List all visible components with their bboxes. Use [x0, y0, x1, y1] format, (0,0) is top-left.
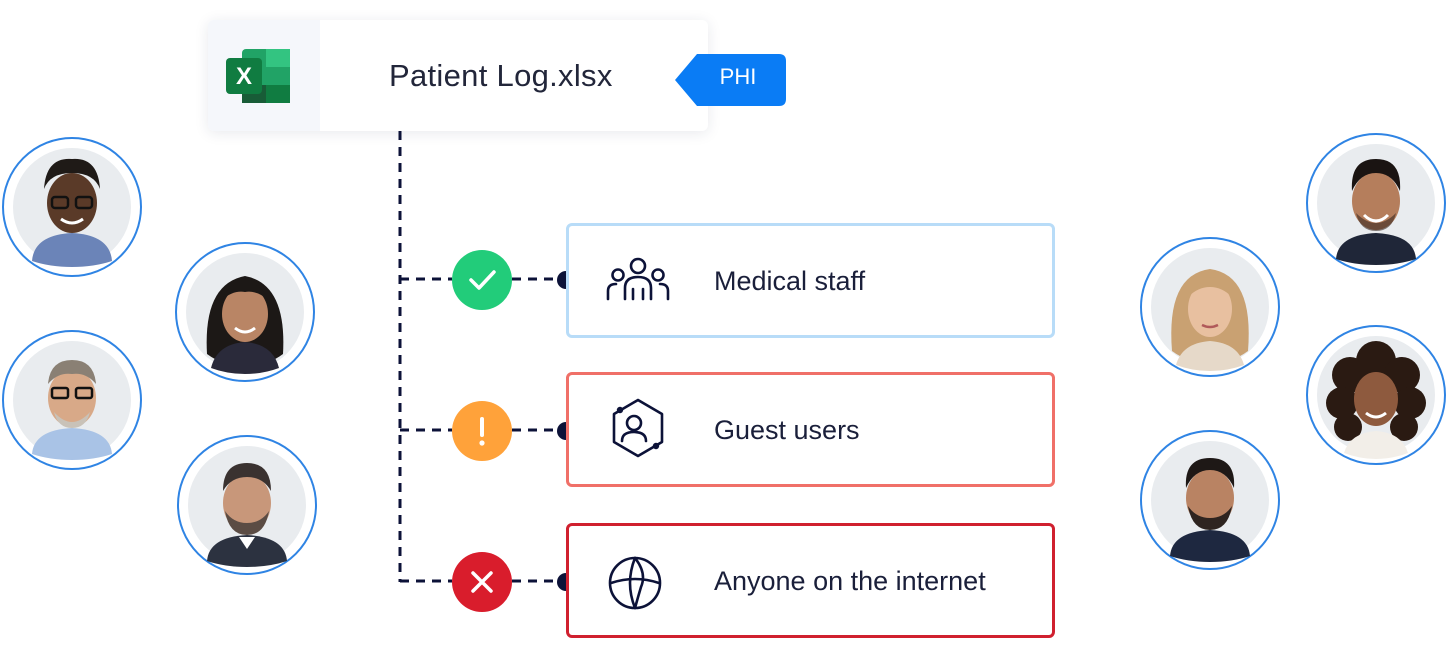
check-icon — [469, 270, 496, 290]
x-icon — [471, 571, 493, 593]
avatar-man-smiling — [1306, 133, 1446, 273]
group-card-guest-users[interactable]: Guest users — [566, 372, 1055, 487]
phi-tag: PHI — [719, 64, 757, 89]
avatar-woman-glasses — [2, 137, 142, 277]
avatar-woman-dark-hair — [175, 242, 315, 382]
file-icon-container: X — [208, 20, 320, 131]
status-blocked — [452, 552, 512, 612]
avatar-man-beard — [177, 435, 317, 575]
group-card-medical-staff[interactable]: Medical staff — [566, 223, 1055, 338]
excel-icon: X — [226, 49, 290, 103]
file-name: Patient Log.xlsx — [389, 58, 613, 93]
group-label: Medical staff — [714, 266, 866, 296]
avatar-man-glasses — [2, 330, 142, 470]
group-label: Guest users — [714, 415, 860, 445]
svg-text:X: X — [236, 63, 252, 90]
avatar-man-beard-2 — [1140, 430, 1280, 570]
people-group-icon — [606, 257, 670, 301]
globe-icon — [608, 556, 662, 610]
status-allowed — [452, 250, 512, 310]
exclamation-icon — [479, 417, 485, 446]
avatar-woman-blonde — [1140, 237, 1280, 377]
status-warning — [452, 401, 512, 461]
file-card[interactable]: X Patient Log.xlsx — [208, 20, 708, 131]
phi-tag-shape — [675, 54, 786, 106]
guest-user-icon — [612, 398, 664, 458]
group-label: Anyone on the internet — [714, 566, 986, 596]
group-card-anyone-on-internet[interactable]: Anyone on the internet — [566, 523, 1055, 638]
avatar-woman-curly — [1306, 325, 1446, 465]
